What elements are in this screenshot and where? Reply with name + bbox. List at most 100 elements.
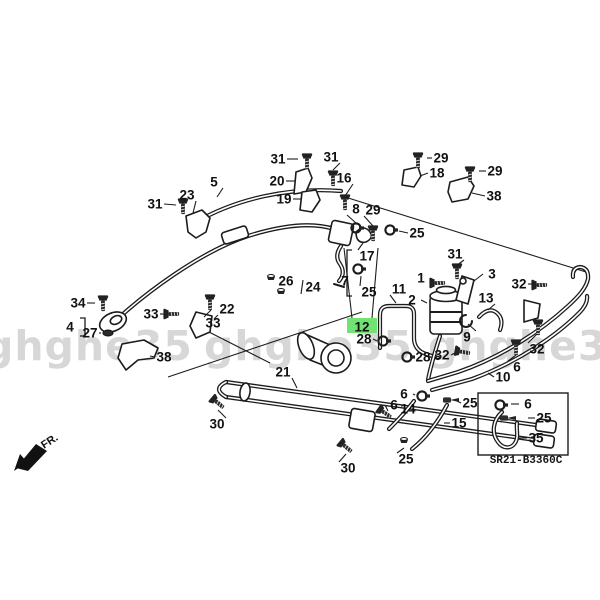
label-leader-line: [419, 172, 429, 177]
part-label-32[interactable]: 32: [529, 342, 544, 357]
part-label-6[interactable]: 6: [513, 360, 521, 375]
part-label-27[interactable]: 27: [82, 326, 97, 341]
part-label-30[interactable]: 30: [340, 461, 355, 476]
label-leader-line: [487, 303, 496, 311]
fitting-17: [355, 227, 373, 244]
part-label-26[interactable]: 26: [278, 274, 294, 289]
part-label-28[interactable]: 28: [415, 350, 431, 365]
label-leader-line: [163, 203, 177, 206]
part-label-2[interactable]: 2: [408, 293, 416, 308]
part-label-4[interactable]: 4: [66, 320, 74, 335]
part-label-31[interactable]: 31: [447, 247, 463, 262]
part-label-11[interactable]: 11: [392, 282, 407, 297]
part-label-13[interactable]: 13: [478, 291, 494, 306]
part-label-14[interactable]: 14: [400, 402, 416, 417]
part-label-6[interactable]: 6: [400, 387, 408, 402]
part-label-25[interactable]: 25: [462, 396, 478, 411]
bracket-32: [523, 299, 541, 323]
part-label-5[interactable]: 5: [210, 175, 218, 190]
part-label-32[interactable]: 32: [434, 348, 449, 363]
part-label-8[interactable]: 8: [352, 202, 360, 217]
part-label-3[interactable]: 3: [488, 267, 496, 282]
label-leader-line: [456, 400, 462, 404]
part-label-17[interactable]: 17: [359, 249, 374, 264]
bolt-34: [97, 295, 109, 312]
bracket-38-left: [117, 339, 159, 371]
bolt-33: [163, 308, 180, 320]
group-leader-lines: [167, 196, 587, 378]
part-label-28[interactable]: 28: [356, 332, 372, 347]
part-label-38[interactable]: 38: [156, 350, 172, 365]
label-leader-line: [346, 214, 357, 224]
screw-25: [443, 397, 459, 403]
part-label-6[interactable]: 6: [390, 398, 398, 413]
part-label-21[interactable]: 21: [275, 365, 291, 380]
part-label-7[interactable]: 7: [341, 274, 349, 289]
part-label-9[interactable]: 9: [463, 330, 471, 345]
part-label-30[interactable]: 30: [209, 417, 224, 432]
label-leader-line: [473, 273, 484, 282]
bolt-16: [339, 194, 351, 211]
label-leader-line: [357, 242, 364, 251]
part-label-highlighted-12[interactable]: 12: [354, 320, 369, 335]
part-label-33[interactable]: 33: [205, 316, 221, 331]
part-label-29[interactable]: 29: [433, 151, 448, 166]
brackets-art: [80, 166, 541, 371]
fr-direction-arrow: FR.: [14, 432, 61, 471]
diagram-code: SR21-B3360C: [489, 455, 563, 467]
part-label-35[interactable]: 35: [528, 431, 544, 446]
label-leader-line: [216, 187, 224, 198]
part-label-22[interactable]: 22: [219, 302, 234, 317]
clamp-25: [352, 263, 368, 275]
label-leader-line: [192, 200, 197, 214]
label-leader-line: [398, 230, 409, 234]
part-label-29[interactable]: 29: [487, 164, 502, 179]
nut-25: [399, 437, 409, 444]
clip-9: [459, 314, 473, 328]
bolt-29: [412, 152, 424, 169]
part-label-31[interactable]: 31: [270, 152, 286, 167]
clamp-25: [384, 224, 400, 236]
label-leader-line: [332, 162, 341, 171]
part-label-29[interactable]: 29: [365, 203, 380, 218]
pipe-end-fitting: [98, 311, 128, 337]
part-label-15[interactable]: 15: [451, 416, 467, 431]
part-label-25[interactable]: 25: [409, 226, 425, 241]
part-label-19[interactable]: 19: [276, 192, 291, 207]
label-leader-line: [420, 299, 428, 304]
part-label-20[interactable]: 20: [269, 174, 284, 189]
part-label-10[interactable]: 10: [495, 370, 510, 385]
part-label-32[interactable]: 32: [511, 277, 526, 292]
part-label-16[interactable]: 16: [336, 171, 352, 186]
bracket-23: [185, 209, 211, 239]
part-label-1[interactable]: 1: [417, 271, 425, 286]
label-leader-line: [338, 453, 347, 463]
part-label-31[interactable]: 31: [323, 150, 339, 165]
part-label-6[interactable]: 6: [524, 397, 532, 412]
part-label-23[interactable]: 23: [179, 188, 195, 203]
part-label-25[interactable]: 25: [536, 411, 552, 426]
watermark-text: ghghe35: [0, 322, 193, 370]
part-label-34[interactable]: 34: [70, 296, 86, 311]
label-leader-line: [213, 314, 219, 320]
label-leader-line: [450, 352, 456, 356]
part-label-38[interactable]: 38: [486, 189, 502, 204]
label-leader-line: [471, 192, 486, 197]
part-label-33[interactable]: 33: [143, 307, 159, 322]
part-label-25[interactable]: 25: [361, 285, 377, 300]
label-leader-line: [291, 377, 298, 389]
label-leader-line: [527, 333, 538, 344]
bolt-33: [204, 294, 216, 311]
bracket-19: [299, 189, 321, 213]
part-label-25[interactable]: 25: [398, 452, 414, 467]
oil-cooler-pipe: [216, 379, 558, 449]
part-label-18[interactable]: 18: [429, 166, 445, 181]
part-label-31[interactable]: 31: [147, 197, 163, 212]
clamp-6: [416, 390, 432, 402]
part-label-24[interactable]: 24: [305, 280, 321, 295]
inset-box: [477, 392, 569, 456]
label-leader-line: [396, 447, 405, 454]
